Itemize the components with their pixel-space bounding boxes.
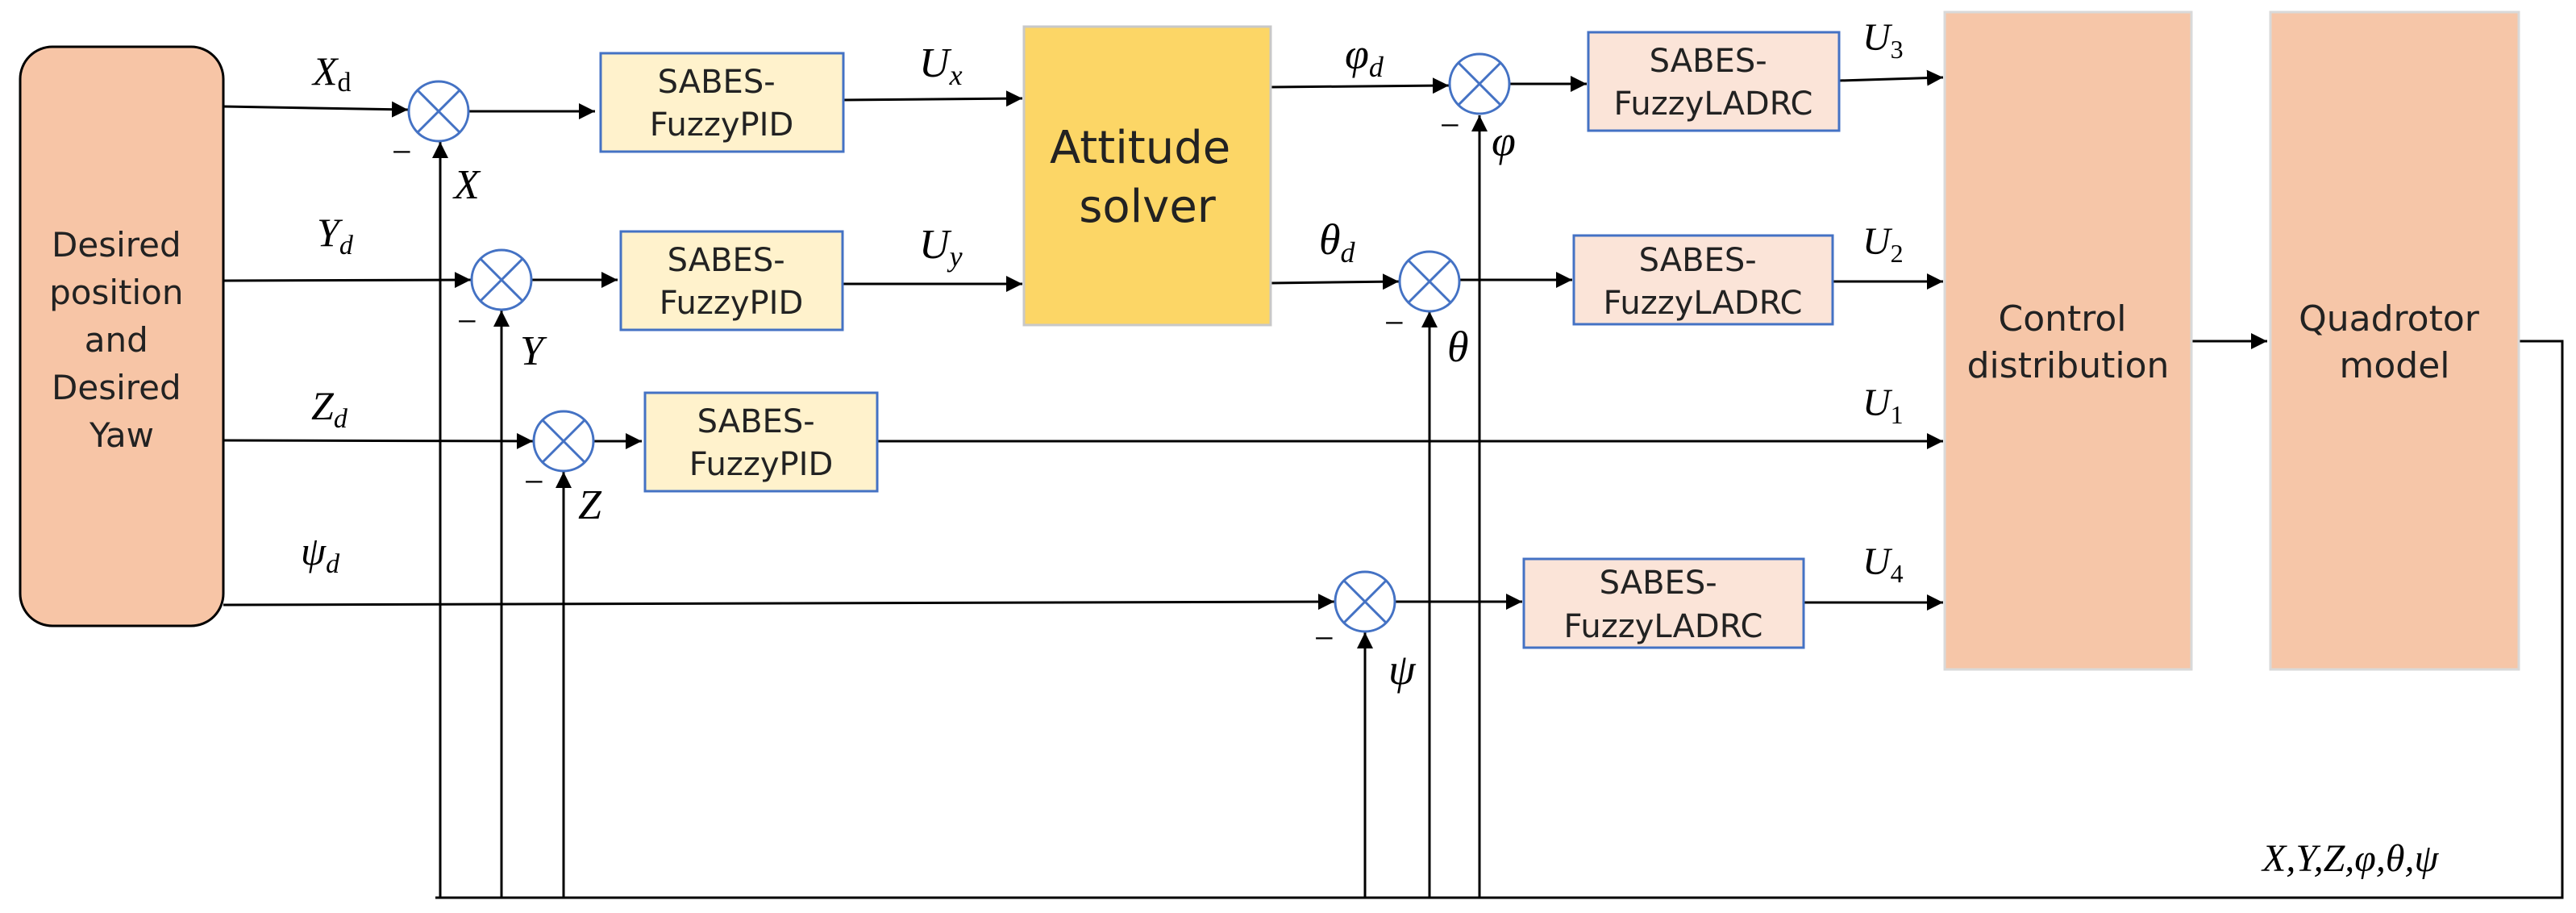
label-u4: U4	[1862, 540, 1904, 588]
zd-line	[223, 432, 534, 449]
label-u3: U3	[1862, 16, 1904, 64]
control-line-2: distribution	[1967, 345, 2170, 386]
pid-z-line-1: SABES-	[697, 403, 815, 440]
ladrc-theta-line-1: SABES-	[1639, 242, 1757, 279]
phid-line	[1270, 77, 1450, 94]
label-zd: Zd	[311, 383, 348, 434]
label-xd: Xd	[311, 48, 352, 98]
label-phi-feedback: φ	[1492, 117, 1516, 165]
ladrc-block-psi: SABES- FuzzyLADRC	[1522, 557, 1805, 649]
pid-block-x: SABES- FuzzyPID	[599, 52, 845, 153]
attitude-line-1: Attitude	[1050, 122, 1230, 174]
svg-text:SABES- FuzzyPID: SABES- FuzzyPID	[689, 403, 834, 483]
yd-line	[223, 272, 472, 289]
label-ux: Ux	[919, 40, 963, 91]
sum-junction-y	[470, 248, 533, 311]
svg-text:Control distribution: Control distribution	[1967, 298, 2170, 386]
control-line-1: Control	[1998, 298, 2126, 340]
desired-line-1: Desired	[52, 225, 181, 265]
quadrotor-model-block: Quadrotor model	[2269, 10, 2520, 671]
feedback-bus-line	[435, 340, 2564, 899]
ladrc-block-theta: SABES- FuzzyLADRC	[1572, 234, 1834, 326]
sum-junction-theta	[1398, 250, 1461, 313]
svg-text:Attitude solver: Attitude solver	[1050, 122, 1245, 233]
ladrc-psi-line-1: SABES-	[1600, 565, 1717, 602]
pid-x-line-1: SABES-	[658, 64, 776, 101]
desired-line-5: Yaw	[89, 415, 154, 455]
label-z-feedback: Z	[578, 482, 602, 528]
svg-text:SABES- FuzzyPID: SABES- FuzzyPID	[660, 242, 804, 322]
u3-line	[1837, 69, 1944, 86]
label-u1: U1	[1862, 381, 1904, 429]
pid-block-y: SABES- FuzzyPID	[619, 230, 844, 331]
sum-junction-phi	[1448, 52, 1511, 115]
desired-line-4: Desired	[52, 368, 181, 407]
summing-junctions	[407, 52, 1511, 633]
minus-phi: −	[1440, 106, 1460, 145]
minus-theta: −	[1384, 303, 1405, 343]
connections	[223, 69, 2564, 899]
label-phid: φd	[1345, 30, 1384, 83]
ladrc-theta-line-2: FuzzyLADRC	[1604, 285, 1803, 322]
desired-line-2: position	[49, 273, 183, 312]
pid-x-line-2: FuzzyPID	[650, 106, 794, 144]
ux-line	[841, 90, 1023, 107]
svg-text:SABES- FuzzyLADRC: SABES- FuzzyLADRC	[1564, 565, 1763, 645]
pid-block-z: SABES- FuzzyPID	[643, 391, 879, 493]
attitude-solver-block: Attitude solver	[1022, 25, 1272, 327]
ladrc-block-phi: SABES- FuzzyLADRC	[1587, 31, 1841, 132]
svg-text:SABES- FuzzyPID: SABES- FuzzyPID	[650, 64, 794, 144]
desired-line-3: and	[85, 320, 148, 360]
label-psi-feedback: ψ	[1388, 645, 1417, 694]
label-theta-feedback: θ	[1447, 323, 1469, 371]
thetad-line	[1270, 273, 1400, 290]
sum-junction-psi	[1334, 570, 1396, 633]
minus-x: −	[392, 132, 412, 172]
minus-z: −	[524, 462, 544, 502]
label-u2: U2	[1862, 220, 1904, 268]
pid-z-line-2: FuzzyPID	[689, 446, 834, 483]
label-yd: Yd	[317, 210, 354, 261]
ladrc-psi-line-2: FuzzyLADRC	[1564, 608, 1763, 645]
psid-line	[223, 594, 1335, 611]
svg-text:SABES- FuzzyLADRC: SABES- FuzzyLADRC	[1614, 43, 1813, 123]
minus-y: −	[457, 302, 477, 341]
quad-line-1: Quadrotor	[2299, 298, 2480, 340]
desired-position-block: Desired position and Desired Yaw	[19, 45, 225, 627]
svg-text:Desired position a: Desired position and Desired Yaw	[49, 225, 194, 455]
label-uy: Uy	[919, 222, 963, 273]
quad-line-2: model	[2339, 345, 2449, 386]
ladrc-phi-line-2: FuzzyLADRC	[1614, 85, 1813, 123]
attitude-line-2: solver	[1079, 181, 1217, 233]
label-thetad: θd	[1319, 215, 1356, 269]
pid-y-line-1: SABES-	[668, 242, 785, 279]
label-x-feedback: X	[452, 162, 481, 208]
control-distribution-block: Control distribution	[1943, 10, 2193, 671]
minus-psi: −	[1314, 619, 1334, 658]
pid-y-line-2: FuzzyPID	[660, 285, 804, 322]
ladrc-phi-line-1: SABES-	[1650, 43, 1767, 80]
sum-junction-z	[532, 410, 595, 473]
label-y-feedback: Y	[520, 328, 547, 374]
sum-junction-x	[407, 80, 470, 143]
xd-line	[223, 101, 409, 118]
label-psid: ψd	[301, 528, 340, 579]
svg-text:SABES- FuzzyLADRC: SABES- FuzzyLADRC	[1604, 242, 1803, 322]
svg-text:Quadrotor model: Quadrotor model	[2299, 298, 2491, 386]
label-output-states: X,Y,Z,φ,θ,ψ	[2261, 837, 2439, 880]
